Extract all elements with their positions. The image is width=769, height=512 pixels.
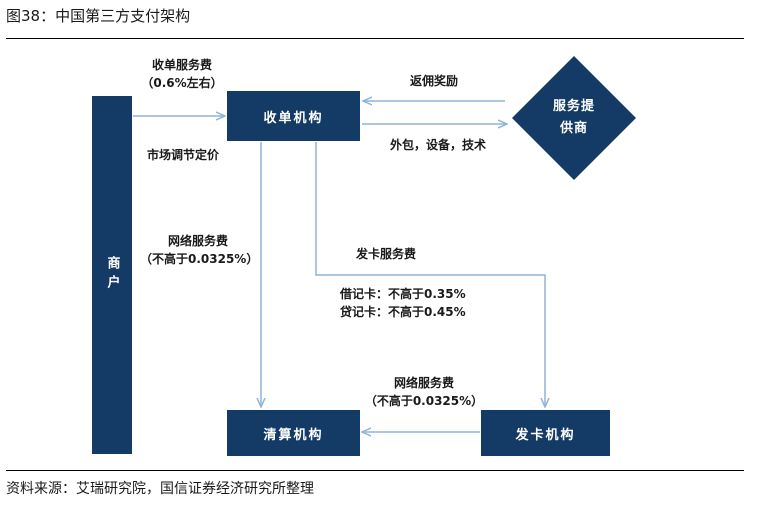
service-provider-line1: 服务提 — [552, 99, 595, 114]
issuer-node: 发卡机构 — [481, 410, 610, 456]
service-provider-line2: 供商 — [559, 121, 588, 136]
credit-card-label: 贷记卡：不高于0.45% — [340, 305, 466, 319]
network-fee-bottom-line1: 网络服务费 — [393, 376, 454, 390]
source-note: 资料来源：艾瑞研究院，国信证券经济研究所整理 — [6, 481, 314, 497]
network-fee-bottom-line2: （不高于0.0325%） — [364, 394, 484, 408]
network-fee-bottom-label: 网络服务费 （不高于0.0325%） — [364, 374, 484, 410]
acquiring-fee-label: 收单服务费 （0.6%左右） — [140, 56, 224, 92]
issuing-fee-label: 发卡服务费 — [356, 247, 417, 261]
network-fee-left-line1: 网络服务费 — [167, 234, 228, 248]
service-provider-label: 服务提 供商 — [512, 56, 636, 180]
market-pricing-label: 市场调节定价 — [147, 148, 220, 162]
bottom-rule — [6, 470, 744, 471]
top-rule — [6, 38, 744, 39]
merchant-node: 商户 — [92, 96, 132, 454]
rebate-label: 返佣奖励 — [410, 74, 459, 88]
debit-card-label: 借记卡：不高于0.35% — [340, 287, 466, 301]
arrow-acquirer-to-issuer — [315, 142, 545, 407]
network-fee-left-line2: （不高于0.0325%） — [140, 252, 259, 266]
service-provider-diamond — [512, 56, 636, 180]
outsourcing-label: 外包，设备，技术 — [390, 138, 487, 152]
acquirer-node: 收单机构 — [227, 91, 360, 141]
clearing-node: 清算机构 — [227, 410, 360, 456]
acquiring-fee-line2: （0.6%左右） — [141, 76, 223, 90]
acquiring-fee-line1: 收单服务费 — [151, 58, 212, 72]
network-fee-left-label: 网络服务费 （不高于0.0325%） — [140, 232, 259, 268]
figure-title: 图38：中国第三方支付架构 — [6, 7, 191, 25]
